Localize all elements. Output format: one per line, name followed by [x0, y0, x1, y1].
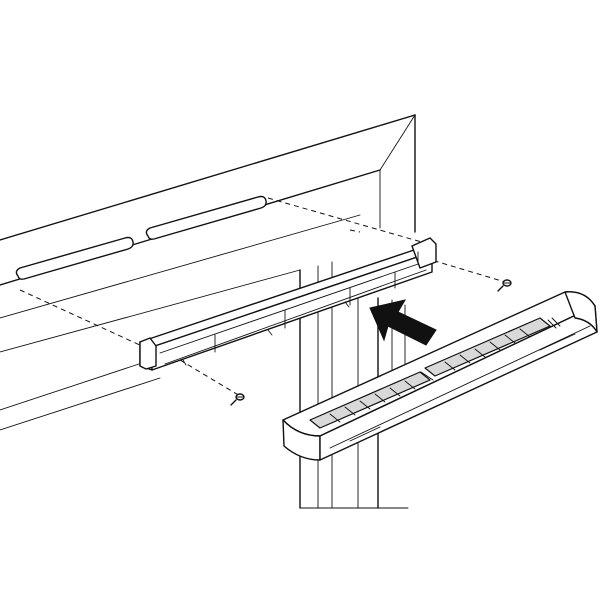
vent-grille-right — [424, 317, 551, 377]
window-frame — [0, 114, 416, 509]
mounting-rail — [139, 237, 437, 371]
vent-cover — [282, 291, 598, 461]
frame-slot-left — [15, 236, 134, 280]
vent-grille-left — [309, 371, 431, 429]
frame-slot-right — [145, 195, 267, 240]
screw-right — [497, 279, 512, 292]
screw-left — [230, 393, 245, 406]
insert-arrow — [369, 299, 437, 346]
guide-lines — [19, 197, 506, 397]
